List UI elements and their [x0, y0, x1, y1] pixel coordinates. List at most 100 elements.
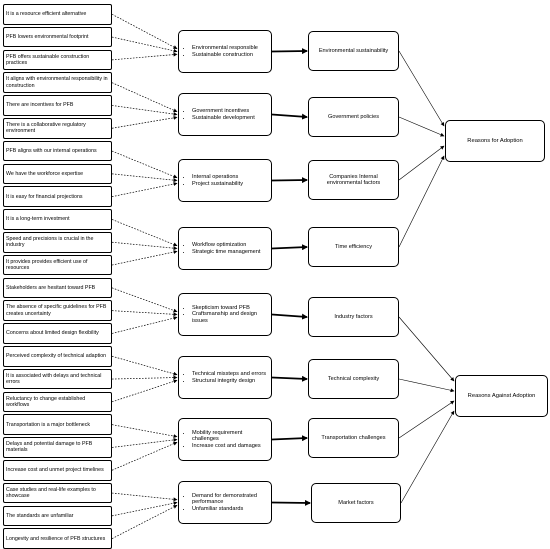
solid-arrow [271, 113, 308, 120]
dotted-arrow [111, 375, 178, 380]
statement-box: We have the workforce expertise [3, 163, 112, 185]
statement-text: There is a collaborative regulatory envi… [6, 122, 86, 135]
statement-box: It is associated with delays and technic… [3, 368, 112, 390]
statement-text: Speed and precisions is crucial in the i… [6, 236, 94, 249]
category-label: Market factors [338, 499, 374, 506]
category-box: Time efficiency [308, 227, 399, 267]
statement-box: Perceived complexity of technical adapti… [3, 346, 112, 367]
statement-box: Speed and precisions is crucial in the i… [3, 232, 112, 253]
thin-arrow [400, 410, 455, 504]
statement-text: Perceived complexity of technical adapti… [6, 353, 107, 360]
statement-box: It is a resource efficient alternative [3, 4, 112, 25]
theme-item: Mobility requirement challenges [192, 430, 269, 443]
category-label: Time efficiency [335, 243, 372, 250]
theme-box: Workflow optimizationStrategic time mana… [178, 227, 272, 270]
theme-item: Workflow optimization [192, 242, 260, 248]
statement-box: PFB aligns with our internal operations [3, 140, 112, 162]
category-label: Government policies [328, 113, 379, 120]
category-label: Companies Internal environmental factors [326, 173, 381, 186]
statement-text: It is a resource efficient alternative [6, 11, 87, 18]
statement-box: The standards are unfamiliar [3, 505, 112, 527]
reason-adoption-box: Reasons for Adoption [445, 120, 545, 162]
statement-text: Case studies and real-life examples to s… [6, 486, 96, 500]
statement-text: The standards are unfamiliar [6, 512, 74, 519]
theme-list: Environmental responsibleSustainable con… [181, 45, 258, 58]
solid-arrow [271, 313, 308, 320]
dotted-arrow [111, 492, 178, 502]
statement-text: Increase cost and unmet project timeline… [6, 467, 104, 474]
dotted-arrow [111, 316, 178, 334]
dotted-arrow [111, 437, 178, 448]
category-box: Transportation challenges [308, 418, 399, 458]
statement-text: The absence of specific guidelines for P… [6, 304, 107, 317]
theme-list: Government incentivesSustainable develop… [181, 108, 255, 121]
thin-arrow [398, 400, 455, 439]
theme-item: Government incentives [192, 108, 255, 114]
statement-text: We have the workforce expertise [6, 170, 84, 177]
dotted-arrow [111, 355, 178, 376]
theme-box: Demand for demonstrated performanceUnfam… [178, 481, 272, 524]
solid-arrow [271, 499, 311, 506]
theme-item: Demand for demonstrated performance [192, 493, 269, 506]
solid-arrow [271, 375, 308, 382]
dotted-arrow [111, 501, 178, 517]
statement-box: Transportation is a major bottleneck [3, 414, 112, 435]
dotted-arrow [111, 310, 178, 317]
category-box: Technical complexity [308, 359, 399, 399]
solid-arrow [271, 177, 308, 184]
statement-box: PFB lowers environmental footprint [3, 26, 112, 48]
statement-text: It is easy for financial projections [6, 193, 83, 200]
statement-text: Concerns about limited design flexibilit… [6, 330, 99, 337]
thin-arrow [398, 116, 445, 137]
dotted-arrow [111, 287, 178, 313]
statement-text: PFB lowers environmental footprint [6, 33, 89, 40]
theme-box: Internal operationsProject sustainabilit… [178, 159, 272, 202]
theme-item: Strategic time management [192, 249, 260, 255]
dotted-arrow [111, 13, 178, 50]
statement-text: Stakeholders are hesitant toward PFB [6, 284, 96, 291]
theme-box: Environmental responsibleSustainable con… [178, 30, 272, 73]
theme-item: Project sustainability [192, 181, 243, 187]
category-box: Market factors [311, 483, 401, 523]
theme-list: Skepticism toward PFBCraftsmanship and d… [181, 305, 269, 324]
statement-text: Delays and potential damage to PFB mater… [6, 441, 93, 454]
solid-arrow [271, 48, 308, 55]
statement-text: PFB offers sustainable construction prac… [6, 53, 90, 66]
theme-item: Increase cost and damages [192, 443, 269, 449]
theme-item: Unfamiliar standards [192, 506, 269, 512]
theme-list: Mobility requirement challengesIncrease … [181, 430, 269, 449]
theme-box: Technical missteps and errorsStructural … [178, 356, 272, 399]
category-label: Transportation challenges [321, 434, 386, 441]
statement-box: Increase cost and unmet project timeline… [3, 460, 112, 481]
statement-box: Delays and potential damage to PFB mater… [3, 437, 112, 458]
dotted-arrow [111, 105, 178, 116]
statement-text: It provides provides efficient use of re… [6, 258, 88, 272]
dotted-arrow [111, 173, 178, 183]
dotted-arrow [111, 241, 178, 251]
dotted-arrow [111, 182, 178, 197]
dotted-arrow [111, 36, 178, 53]
statement-box: It provides provides efficient use of re… [3, 254, 112, 276]
thin-arrow [398, 155, 445, 248]
category-box: Government policies [308, 97, 399, 137]
dotted-arrow [111, 379, 178, 403]
statement-box: Longevity and resilience of PFB structur… [3, 528, 112, 549]
theme-item: Technical missteps and errors [192, 371, 266, 377]
thin-arrow [398, 378, 455, 393]
dotted-arrow [111, 150, 178, 179]
theme-item: Skepticism toward PFB [192, 305, 269, 311]
theme-item: Craftsmanship and design issues [192, 311, 269, 324]
dotted-arrow [111, 424, 178, 439]
theme-list: Technical missteps and errorsStructural … [181, 371, 266, 384]
statement-box: There are incentives for PFB [3, 95, 112, 116]
statement-text: Transportation is a major bottleneck [6, 421, 91, 428]
dotted-arrow [111, 115, 178, 129]
statement-box: PFB offers sustainable construction prac… [3, 49, 112, 71]
statement-box: Case studies and real-life examples to s… [3, 482, 112, 504]
theme-item: Environmental responsible [192, 45, 258, 51]
statement-box: It aligns with environmental responsibil… [3, 72, 112, 93]
statement-box: The absence of specific guidelines for P… [3, 300, 112, 321]
dotted-arrow [111, 250, 178, 266]
